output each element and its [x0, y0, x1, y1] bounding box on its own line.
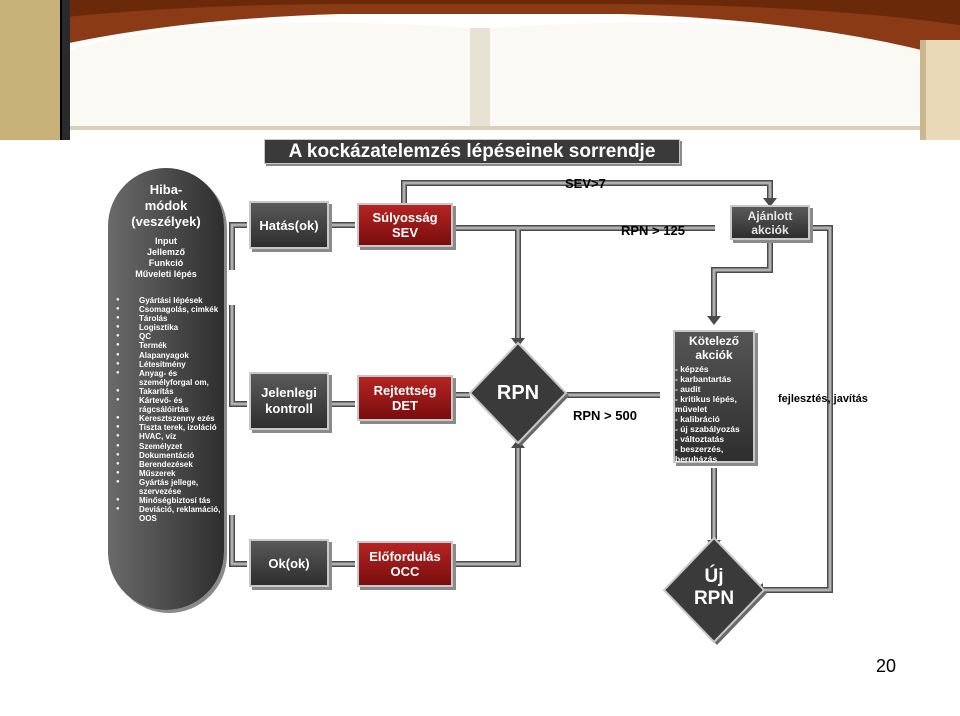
- kotelezo-list: - képzés- karbantartás- audit- kritikus …: [675, 364, 753, 464]
- failure-modes-sub: Input Jellemző Funkció Műveleti lépés: [108, 236, 224, 280]
- kotelezo-item: - audit: [675, 384, 701, 394]
- hatas-label: Hatás(ok): [259, 217, 319, 233]
- uj-rpn-line-2: RPN: [693, 588, 735, 609]
- rejtettseg-label: Rejtettség: [373, 383, 437, 398]
- ajanlott-label-1: Ajánlott: [747, 208, 793, 223]
- failure-source-item: Létesítmény: [116, 360, 222, 369]
- failure-source-item: Csomagolás, cimkék: [116, 305, 222, 314]
- ok-label: Ok(ok): [268, 555, 310, 571]
- failure-modes-heading: Hiba- módok (veszélyek): [108, 182, 224, 230]
- uj-rpn-label: Új RPN: [674, 566, 754, 610]
- rpn-diamond: [468, 341, 569, 446]
- pill-sub-line: Input: [155, 236, 177, 246]
- sulyossag-sev-box: Súlyosság SEV: [357, 203, 453, 247]
- kotelezo-item: - kalibráció: [675, 414, 720, 424]
- failure-source-item: Gyártás jellege, szervezése: [116, 478, 222, 496]
- occ-label: OCC: [390, 564, 420, 579]
- sev-label: SEV: [391, 225, 418, 240]
- jelenlegi-kontroll-box: Jelenlegi kontroll: [249, 372, 329, 430]
- failure-source-list: Gyártási lépésekCsomagolás, cimkékTárolá…: [116, 296, 222, 523]
- kotelezo-item: - karbantartás: [675, 374, 732, 384]
- kotelezo-item: - változtatás: [675, 434, 725, 444]
- failure-source-item: Minőségbiztosí tás: [116, 496, 222, 505]
- pill-head-line: (veszélyek): [131, 214, 201, 229]
- page-title: A kockázatelemzés lépéseinek sorrendje: [264, 139, 680, 164]
- failure-source-item: Logisztika: [116, 323, 222, 332]
- failure-source-item: HVAC, víz: [116, 432, 222, 441]
- pill-sub-line: Jellemző: [146, 247, 186, 257]
- failure-source-item: Műszerek: [116, 469, 222, 478]
- hatas-box: Hatás(ok): [249, 201, 329, 249]
- jelenlegi-label-2: kontroll: [265, 401, 313, 416]
- kotelezo-title-line: Kötelező: [688, 334, 739, 348]
- kotelezo-item: - kritikus lépés, művelet: [675, 394, 737, 414]
- ok-box: Ok(ok): [249, 539, 329, 587]
- sulyossag-label: Súlyosság: [372, 210, 438, 225]
- ajanlott-label-2: akciók: [751, 222, 789, 237]
- failure-source-item: Dokumentáció: [116, 451, 222, 460]
- uj-rpn-diamond: [662, 536, 767, 645]
- failure-source-item: QC: [116, 332, 222, 341]
- failure-source-item: Személyzet: [116, 442, 222, 451]
- fejlesztes-label: fejlesztés, javítás: [778, 393, 868, 405]
- failure-source-item: Tiszta terek, izoláció: [116, 423, 222, 432]
- open-book-image: [0, 0, 960, 140]
- kotelezo-title-line: akciók: [695, 348, 733, 362]
- sev-threshold-label: SEV>7: [565, 176, 606, 191]
- rpn-500-label: RPN > 500: [573, 408, 637, 423]
- rejtettseg-det-box: Rejtettség DET: [357, 375, 453, 421]
- pill-head-line: módok: [144, 198, 188, 213]
- page-number: 20: [876, 656, 897, 676]
- kotelezo-item: - beszerzés, beruházás: [675, 444, 724, 464]
- kotelezo-title: Kötelező akciók: [675, 334, 753, 362]
- failure-source-item: Kártevő- és rágcsálóirtás: [116, 396, 222, 414]
- uj-rpn-line-1: Új: [704, 566, 724, 587]
- failure-source-item: Anyag- és személyforgal om,: [116, 369, 222, 387]
- failure-source-item: Tárolás: [116, 314, 222, 323]
- pill-head-line: Hiba-: [149, 182, 183, 197]
- kotelezo-item: - képzés: [675, 364, 709, 374]
- failure-source-item: Gyártási lépések: [116, 296, 222, 305]
- rpn-diamond-label: RPN: [496, 382, 540, 404]
- jelenlegi-label-1: Jelenlegi: [261, 385, 317, 400]
- kotelezo-akciok-box: Kötelező akciók - képzés- karbantartás- …: [673, 330, 755, 464]
- rpn-125-label: RPN > 125: [621, 223, 685, 238]
- failure-source-item: Berendezések: [116, 460, 222, 469]
- pill-sub-line: Funkció: [148, 258, 184, 268]
- failure-source-item: Alapanyagok: [116, 351, 222, 360]
- ajanlott-akciok-box: Ajánlott akciók: [730, 205, 810, 240]
- pill-sub-line: Műveleti lépés: [135, 269, 197, 279]
- elofordulas-label: Előfordulás: [369, 549, 441, 564]
- elofordulas-occ-box: Előfordulás OCC: [357, 541, 453, 587]
- failure-source-item: Takarítás: [116, 387, 222, 396]
- failure-source-item: Deviáció, reklamáció, OOS: [116, 505, 222, 523]
- failure-source-item: Termék: [116, 341, 222, 350]
- kotelezo-item: - új szabályozás: [675, 424, 740, 434]
- det-label: DET: [392, 398, 418, 413]
- failure-source-item: Keresztszenny ezés: [116, 414, 222, 423]
